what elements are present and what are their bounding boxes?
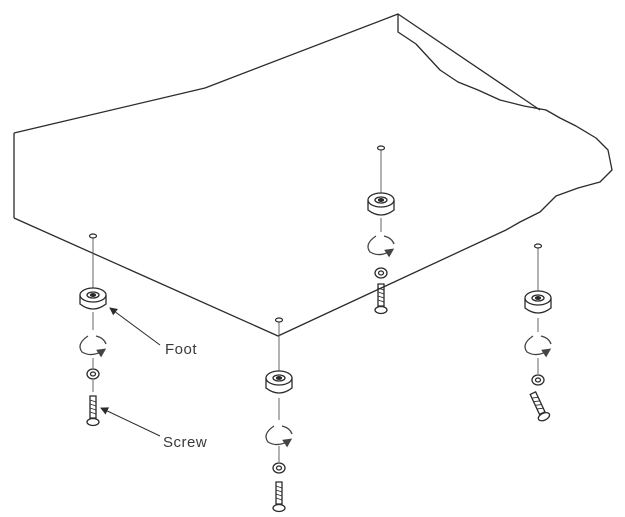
screw-right <box>529 390 551 422</box>
screw-holes <box>88 145 543 323</box>
foot-label: Foot <box>165 341 198 358</box>
screw-hole-front-center <box>274 317 284 323</box>
screw-label: Screw <box>163 434 208 451</box>
washer-front-center <box>265 425 293 448</box>
assembly-lines <box>92 150 539 462</box>
screw-front-center <box>272 481 286 513</box>
washer-front-left <box>79 335 107 358</box>
lock-washer-front-center <box>272 462 286 474</box>
screw-hole-back-center <box>376 145 386 151</box>
foot-back-center <box>367 192 395 216</box>
screw-back-center <box>374 283 388 315</box>
assembly-right <box>524 290 552 422</box>
foot-callout-arrow <box>109 307 161 346</box>
foot-front-center <box>265 370 293 394</box>
cabinet <box>13 13 613 337</box>
cabinet-bottom-face <box>13 217 507 337</box>
screw-hole-front-left <box>88 233 98 239</box>
screw-hole-right <box>533 243 543 249</box>
lock-washer-right <box>531 374 545 386</box>
callouts <box>100 307 161 437</box>
cabinet-torn-edge <box>397 14 613 231</box>
assembly-front-left <box>79 287 107 427</box>
screw-callout-arrow <box>100 407 161 437</box>
cabinet-top-face <box>13 13 541 134</box>
foot-right <box>524 290 552 314</box>
washer-back-center <box>367 235 395 258</box>
assembly-back-center <box>367 192 395 315</box>
foot-front-left <box>79 287 107 310</box>
lock-washer-back-center <box>374 267 388 279</box>
washer-right <box>524 335 552 358</box>
screw-front-left <box>86 395 100 427</box>
lock-washer-front-left <box>86 368 100 380</box>
assembly-front-center <box>265 370 293 513</box>
